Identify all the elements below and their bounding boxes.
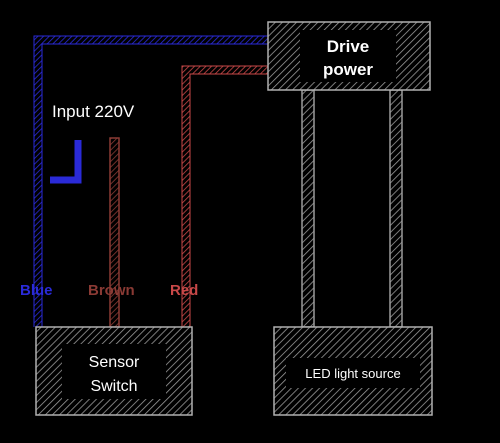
led-light-source-label: LED light source: [305, 366, 400, 381]
drive-power-label-line2: power: [323, 60, 373, 79]
brown-wire-label: Brown: [88, 282, 135, 299]
drive-power-block: Drive power: [267, 21, 431, 91]
blue-wire-label: Blue: [20, 282, 53, 299]
blue-wire: [33, 35, 268, 327]
red-wire-label: Red: [170, 282, 198, 299]
red-wire: [181, 65, 268, 327]
sensor-switch-label-line2: Switch: [90, 378, 137, 395]
sensor-switch-label-line1: Sensor: [89, 354, 140, 371]
led-supply-wires: [301, 89, 403, 328]
input-voltage-label: Input 220V: [52, 102, 135, 121]
drive-power-label-line1: Drive: [327, 37, 370, 56]
led-light-source-block: LED light source: [273, 326, 433, 416]
sensor-switch-block: Sensor Switch: [35, 326, 193, 416]
